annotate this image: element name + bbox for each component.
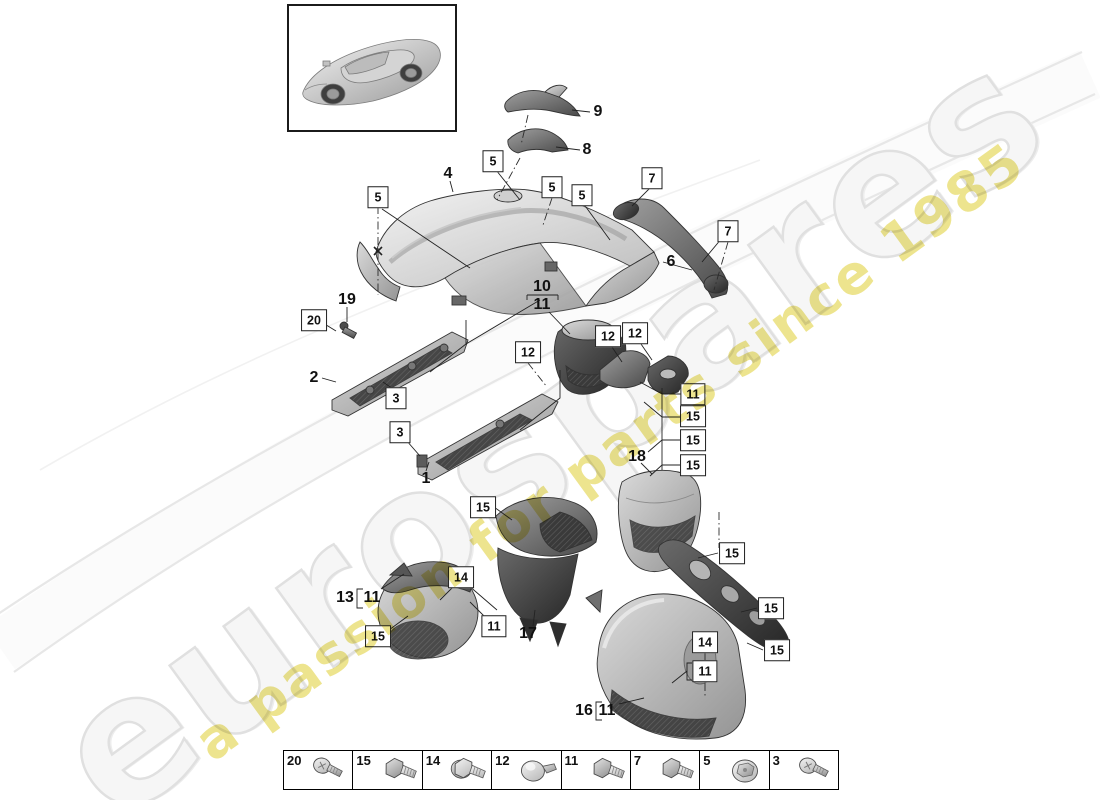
part-6-bracket: [612, 198, 729, 299]
legend-ref: 5: [703, 753, 711, 768]
legend-ref: 3: [772, 753, 780, 768]
legend-item-15: 15: [353, 751, 423, 789]
part-1-heat-shield-rail: [416, 393, 559, 481]
legend-ref: 15: [356, 753, 371, 768]
callout-8: 8: [582, 141, 592, 158]
part-12-brackets: [599, 350, 689, 395]
porsche-panamera-icon: [302, 39, 441, 106]
hex-flange-bolt-icon: [658, 754, 698, 793]
callout-box-15: 15: [470, 496, 496, 518]
callout-6: 6: [666, 253, 676, 270]
legend-item-7: 7: [631, 751, 701, 789]
callout-4: 4: [443, 165, 453, 182]
callout-18: 18: [628, 448, 646, 465]
callout-19: 19: [338, 291, 356, 308]
legend-item-12: 12: [492, 751, 562, 789]
part-18-side-shield: [657, 539, 790, 653]
callout-box-20: 20: [301, 309, 327, 331]
callout-box-12: 12: [515, 341, 541, 363]
callout-box-7: 7: [641, 167, 663, 189]
legend-item-14: 14: [423, 751, 493, 789]
callout-1: 1: [421, 470, 431, 487]
part-17-heat-shield: [495, 497, 598, 648]
callout-box-7: 7: [717, 220, 739, 242]
callout-2: 2: [309, 369, 319, 386]
callout-box-5: 5: [571, 184, 593, 206]
fastener-legend: 20 15 14 12 11 7 5 3: [283, 750, 839, 790]
part-19-screw-clip: [339, 321, 358, 340]
callout-11: 11: [533, 296, 551, 313]
legend-ref: 12: [495, 753, 510, 768]
callout-13: 13: [336, 589, 354, 606]
pan-head-screw-icon: [311, 754, 351, 793]
callout-box-12: 12: [595, 325, 621, 347]
callout-box-15: 15: [719, 542, 745, 564]
legend-item-5: 5: [700, 751, 770, 789]
callout-box-11: 11: [692, 660, 718, 682]
callout-box-15: 15: [680, 405, 706, 427]
callout-11: 11: [598, 702, 616, 719]
callout-box-14: 14: [448, 566, 474, 588]
callout-box-3: 3: [385, 387, 407, 409]
callout-box-11: 11: [680, 383, 706, 405]
pan-head-screw-icon: [797, 754, 837, 793]
callout-box-15: 15: [680, 429, 706, 451]
callout-17: 17: [519, 625, 537, 642]
hex-flange-bolt-icon: [589, 754, 629, 793]
legend-item-11: 11: [562, 751, 631, 789]
legend-ref: 14: [425, 753, 441, 768]
legend-ref: 7: [633, 753, 642, 768]
legend-item-20: 20: [284, 751, 354, 789]
hex-washer-bolt-icon: [450, 754, 490, 793]
part-9-bracket: [504, 84, 581, 117]
callout-box-3: 3: [389, 421, 411, 443]
callout-box-5: 5: [367, 186, 389, 208]
callout-11: 11: [363, 589, 381, 606]
vehicle-thumbnail: [287, 4, 457, 132]
callout-box-15: 15: [758, 597, 784, 619]
part-4-engine-cover: [356, 188, 660, 315]
callout-box-15: 15: [365, 625, 391, 647]
callout-10: 10: [533, 278, 551, 295]
part-2-heat-shield-rail: [331, 331, 469, 417]
dome-head-screw-icon: [520, 754, 560, 793]
callout-box-11: 11: [481, 615, 507, 637]
callout-box-5: 5: [482, 150, 504, 172]
callout-9: 9: [593, 103, 603, 120]
callout-box-12: 12: [622, 322, 648, 344]
flange-nut-icon: [728, 754, 768, 793]
callout-box-14: 14: [692, 631, 718, 653]
callout-box-15: 15: [680, 454, 706, 476]
hex-flange-bolt-icon: [381, 754, 421, 793]
legend-item-3: 3: [770, 751, 838, 789]
legend-ref: 20: [287, 753, 302, 768]
callout-16: 16: [575, 702, 593, 719]
callout-box-15: 15: [764, 639, 790, 661]
leader-lines: [321, 109, 764, 721]
callout-box-5: 5: [541, 176, 563, 198]
legend-ref: 11: [564, 753, 579, 768]
